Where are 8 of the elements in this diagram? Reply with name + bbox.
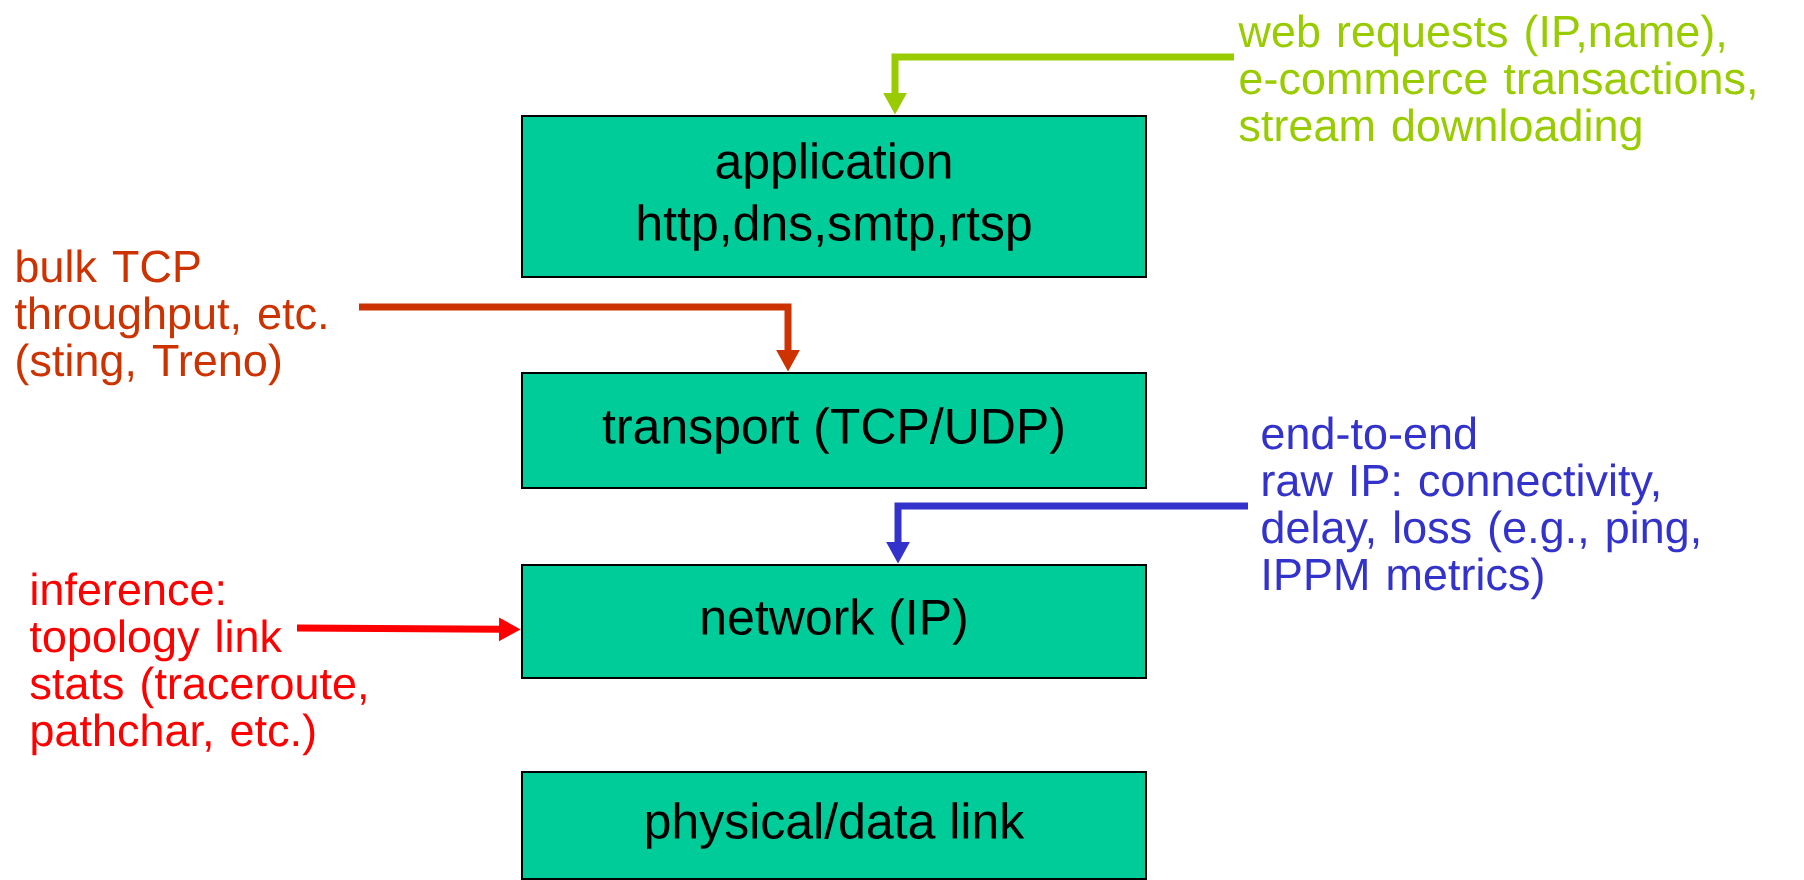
annotation-text: web requests (IP,name), e-commerce transactions, stream downloading [1238, 14, 1755, 151]
layer-box: transport (TCP/UDP) [521, 372, 1147, 489]
layer-box: network (IP) [521, 564, 1147, 679]
annotation-text: bulk TCP throughput, etc. (sting, Treno) [15, 249, 326, 386]
layer-box: physical/data link [521, 771, 1147, 880]
annotation-text: inference: topology link stats (traceroute, pathchar, etc.) [30, 572, 366, 756]
annotation-text: end-to-end raw IP: connectivity, delay, loss (e.g., ping, IPPM metrics) [1262, 416, 1699, 600]
layer-box: application http,dns,smtp,rtsp [521, 115, 1147, 278]
